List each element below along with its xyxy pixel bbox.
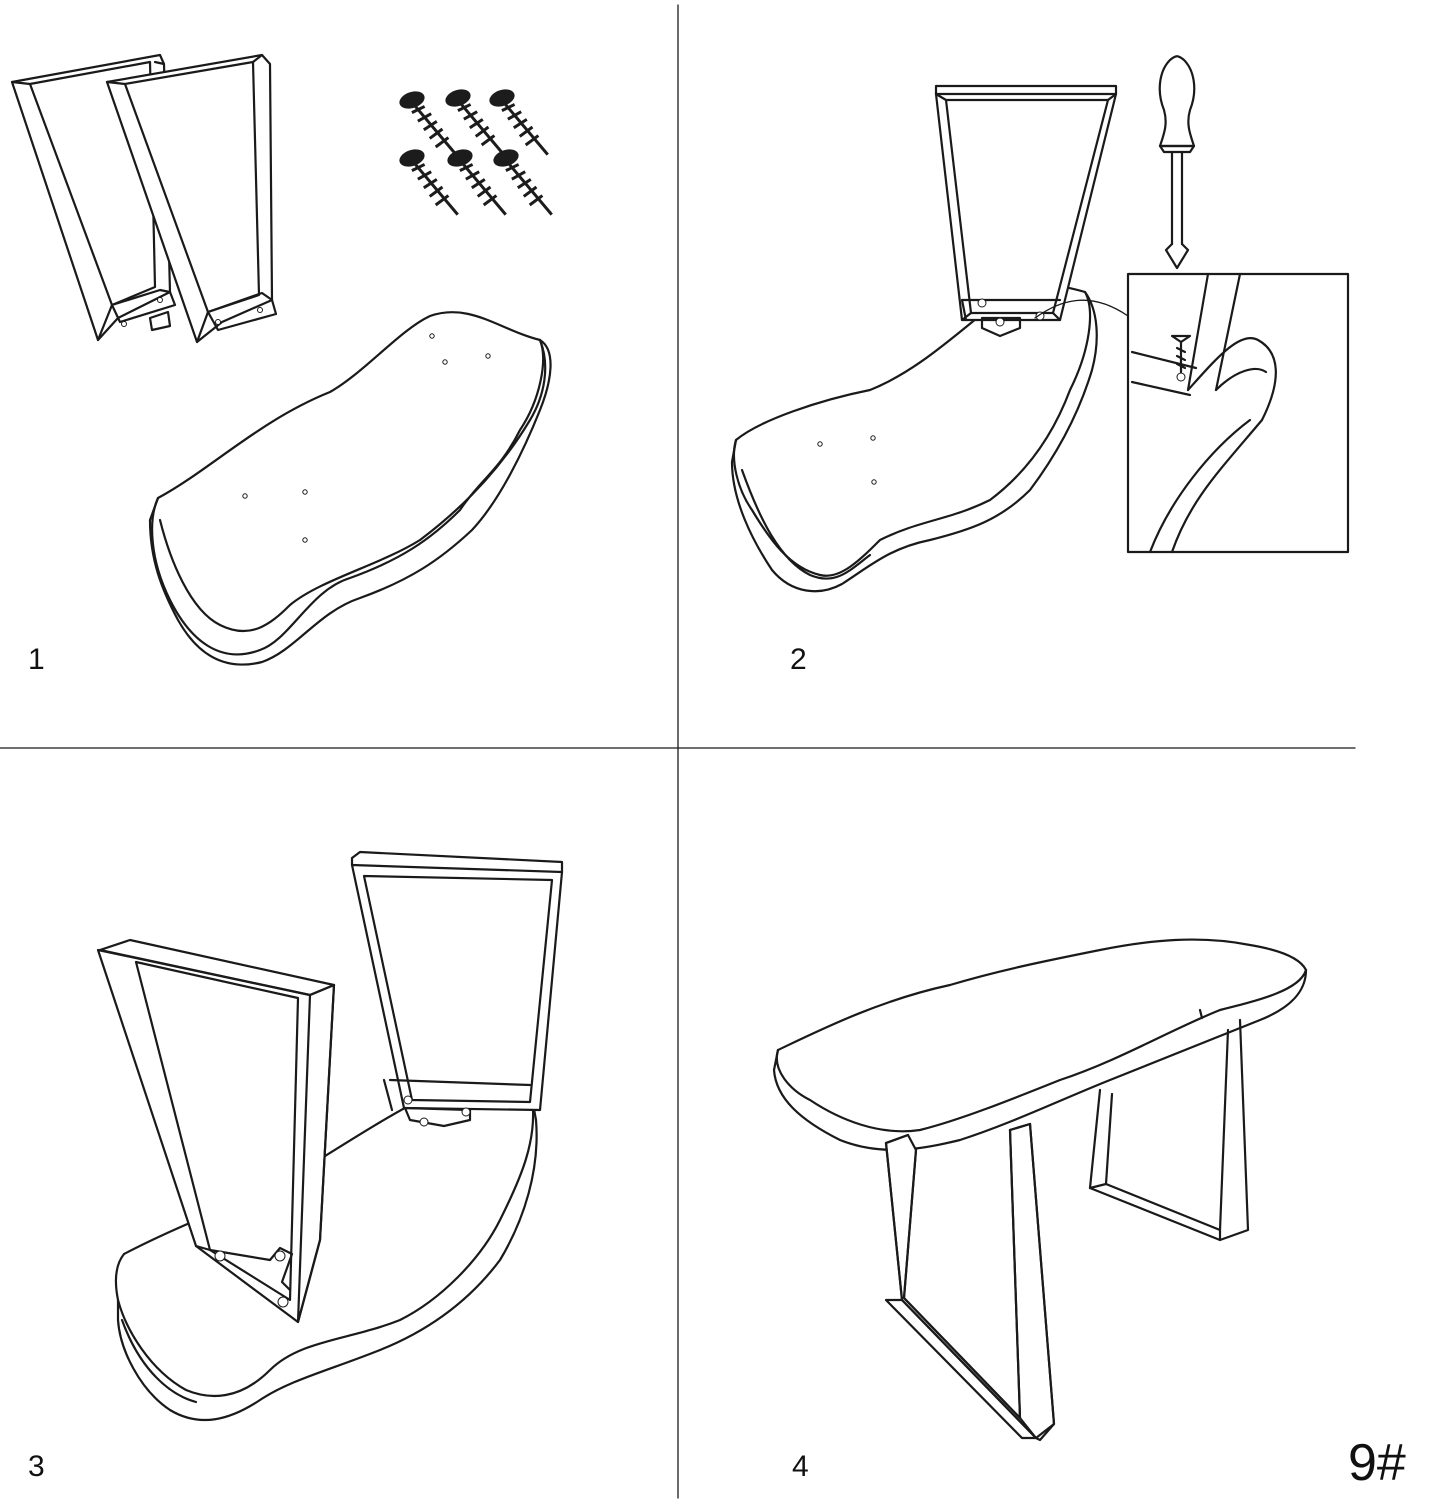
model-code: 9#	[1348, 1434, 1406, 1492]
step-number-3: 3	[28, 1450, 45, 1483]
panel-step-4	[772, 938, 1308, 1442]
screw-icon	[399, 149, 459, 216]
screw-icon	[489, 89, 549, 156]
detail-callout	[1034, 272, 1350, 554]
screw-icon	[493, 149, 553, 216]
table-leg-frame-attached	[934, 84, 1118, 338]
step-number-2: 2	[790, 643, 807, 676]
screw-icon	[1170, 334, 1192, 382]
panel-step-1	[10, 53, 553, 666]
table-leg-frame-lying	[96, 938, 336, 1324]
step-number-1: 1	[28, 643, 45, 676]
table-leg-frame-front-assembled	[884, 1122, 1056, 1442]
screw-icon	[399, 91, 459, 158]
live-edge-table-top	[772, 938, 1308, 1151]
table-leg-frame-standing	[350, 850, 564, 1128]
panel-step-2	[730, 55, 1350, 593]
live-edge-table-top	[730, 284, 1098, 593]
screw-icon	[447, 149, 507, 216]
screwdriver-icon	[1158, 55, 1196, 270]
live-edge-table-top	[114, 1090, 538, 1422]
live-edge-table-top	[148, 311, 552, 666]
panel-step-3	[96, 850, 564, 1422]
screw-set	[399, 89, 553, 216]
screw-icon	[445, 89, 505, 156]
step-number-4: 4	[792, 1450, 809, 1483]
table-leg-frame-back	[10, 53, 177, 342]
table-leg-frame-front	[105, 53, 278, 344]
table-leg-frame-rear	[1088, 1018, 1250, 1242]
